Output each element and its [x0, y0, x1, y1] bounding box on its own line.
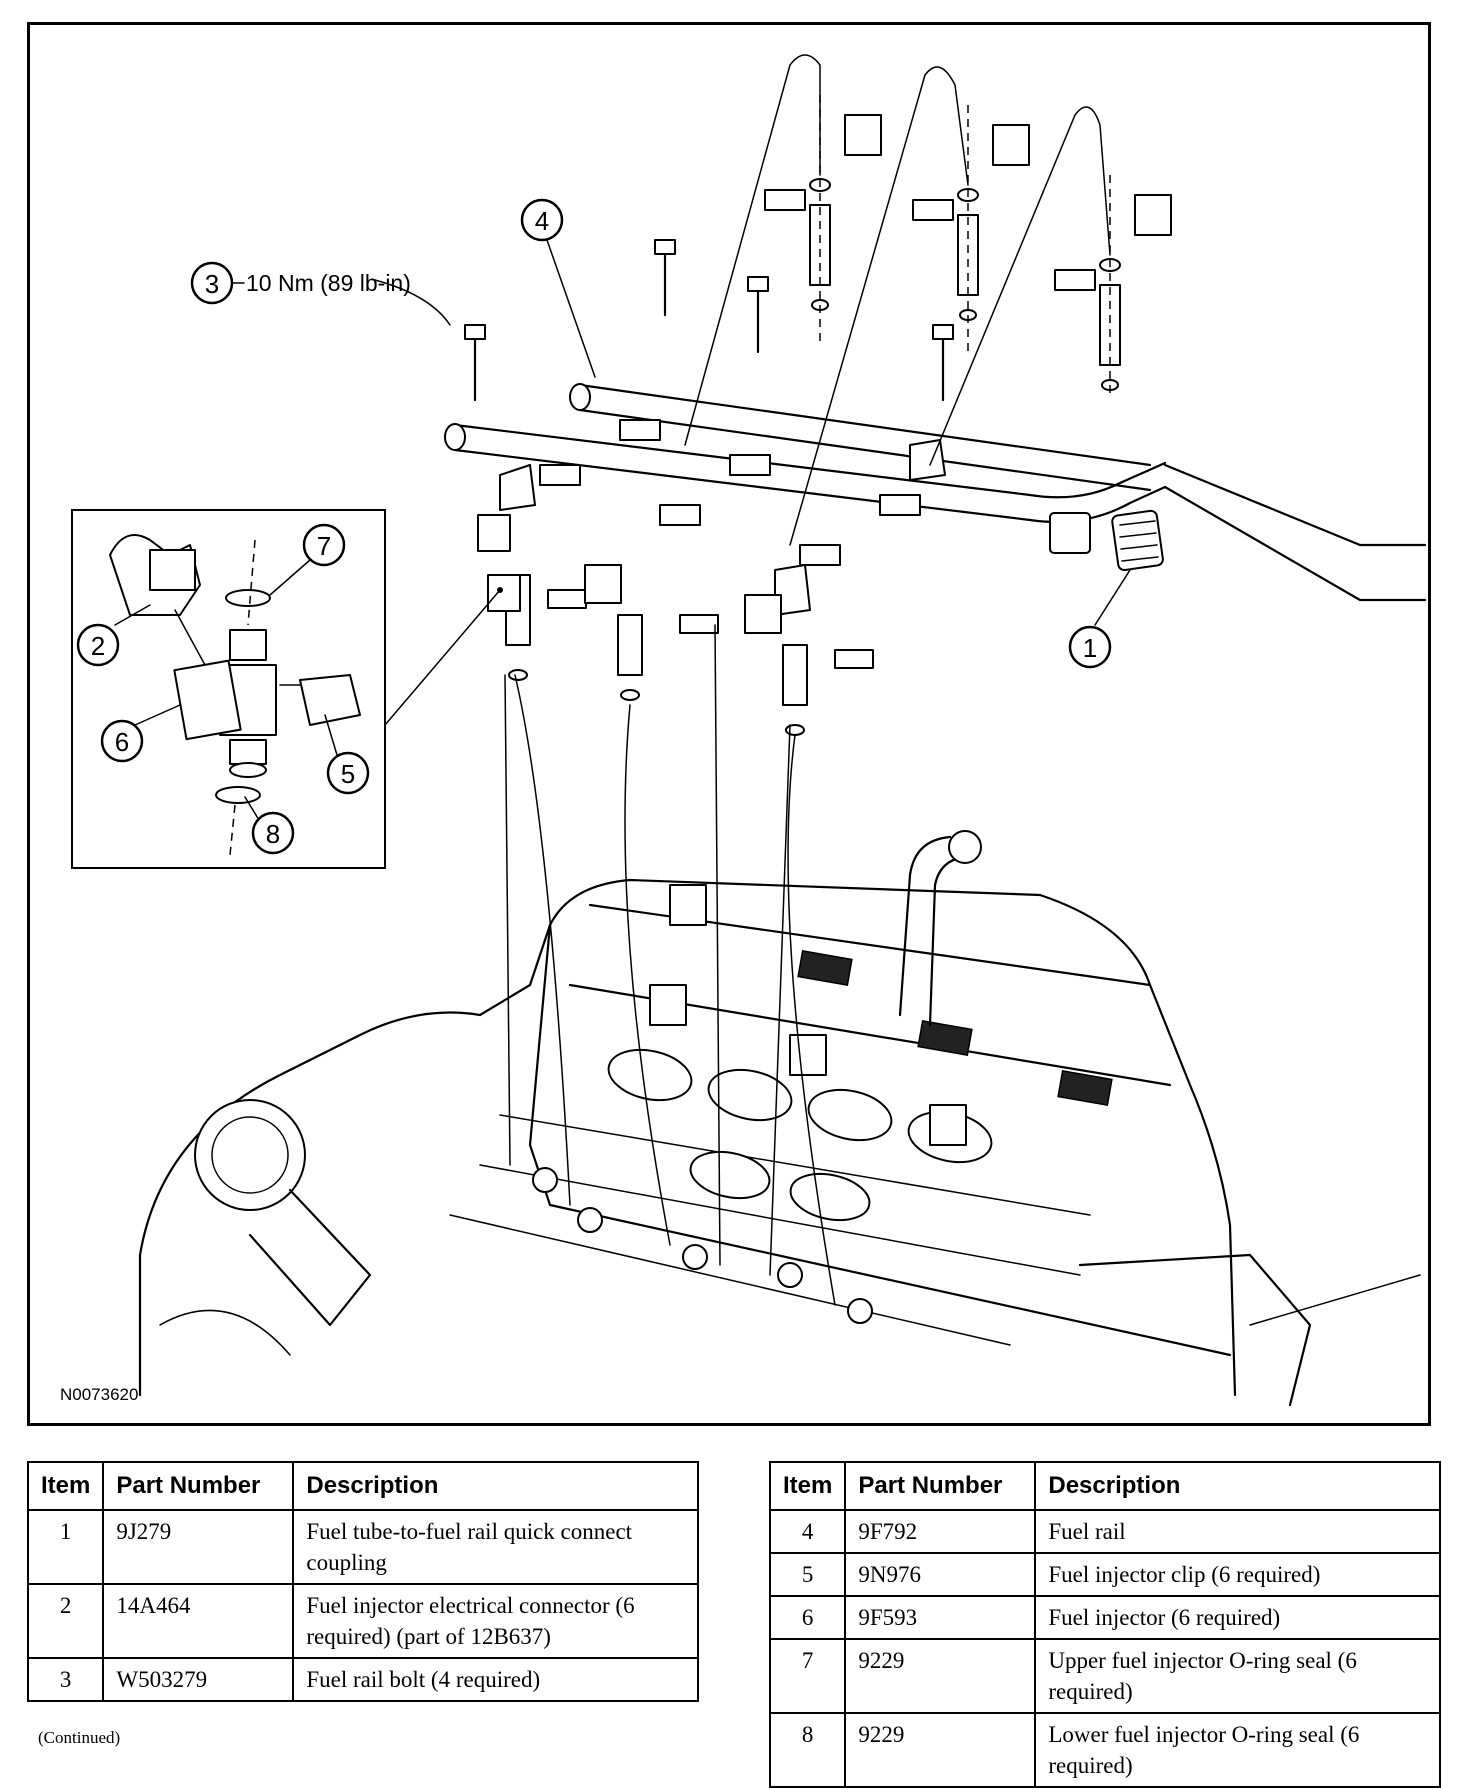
- row-part-number: 9229: [844, 1712, 1037, 1788]
- svg-text:4: 4: [535, 206, 549, 236]
- row-description: Upper fuel injector O-ring seal (6 requi…: [1034, 1638, 1441, 1714]
- table-row: 6 9F593 Fuel injector (6 required): [768, 1595, 1441, 1640]
- row-description: Fuel injector clip (6 required): [1034, 1552, 1441, 1597]
- header-part-number: Part Number: [844, 1461, 1037, 1511]
- table-header-row: Item Part Number Description: [26, 1461, 699, 1511]
- table-row: 4 9F792 Fuel rail: [768, 1509, 1441, 1554]
- svg-text:3: 3: [205, 269, 219, 299]
- row-description: Fuel tube-to-fuel rail quick connect cou…: [292, 1509, 699, 1585]
- row-part-number: 9229: [844, 1638, 1037, 1714]
- row-description: Fuel injector electrical connector (6 re…: [292, 1583, 699, 1659]
- svg-text:8: 8: [266, 819, 280, 849]
- engine-intake-manifold: [138, 830, 1421, 1407]
- exploded-view-figure: 1 2 3 4 5 6 7 8 10 Nm (89 lb-in) N007362…: [27, 22, 1431, 1426]
- injector-detail-inset: [71, 509, 386, 869]
- table-header-row: Item Part Number Description: [768, 1461, 1441, 1511]
- parts-table-right: Item Part Number Description 4 9F792 Fue…: [768, 1461, 1441, 1788]
- exploded-view-drawing: 1 2 3 4 5 6 7 8 10 Nm (89 lb-in) N007362…: [60, 54, 1427, 1407]
- table-row: 7 9229 Upper fuel injector O-ring seal (…: [768, 1638, 1441, 1714]
- fuel-rail-bolts: [464, 239, 954, 402]
- svg-text:1: 1: [1083, 633, 1097, 663]
- parts-table-left: Item Part Number Description 1 9J279 Fue…: [26, 1461, 699, 1702]
- table-row: 3 W503279 Fuel rail bolt (4 required): [26, 1657, 699, 1702]
- table-row: 5 9N976 Fuel injector clip (6 required): [768, 1552, 1441, 1597]
- lower-injector-assemblies: [477, 514, 874, 1306]
- upper-injector-assemblies: [684, 54, 1172, 546]
- row-description: Fuel rail: [1034, 1509, 1441, 1554]
- row-item: 4: [768, 1509, 847, 1554]
- svg-text:7: 7: [317, 531, 331, 561]
- row-part-number: 14A464: [102, 1583, 295, 1659]
- callout-4: 4: [520, 198, 564, 242]
- row-part-number: 9J279: [102, 1509, 295, 1585]
- callout-6: 6: [100, 719, 144, 763]
- figure-id: N0073620: [60, 1385, 138, 1404]
- row-item: 3: [26, 1657, 105, 1702]
- callout-2: 2: [76, 623, 120, 667]
- row-description: Lower fuel injector O-ring seal (6 requi…: [1034, 1712, 1441, 1788]
- header-item: Item: [26, 1461, 105, 1511]
- row-part-number: 9N976: [844, 1552, 1037, 1597]
- header-description: Description: [292, 1461, 699, 1511]
- row-item: 8: [768, 1712, 847, 1788]
- callout-1: 1: [1068, 625, 1112, 669]
- row-item: 7: [768, 1638, 847, 1714]
- header-description: Description: [1034, 1461, 1441, 1511]
- quick-connect-coupling: [1049, 509, 1164, 572]
- row-item: 6: [768, 1595, 847, 1640]
- table-row: 1 9J279 Fuel tube-to-fuel rail quick con…: [26, 1509, 699, 1585]
- inset-leader-line: [384, 589, 501, 726]
- header-part-number: Part Number: [102, 1461, 295, 1511]
- row-item: 5: [768, 1552, 847, 1597]
- callout-7: 7: [302, 523, 346, 567]
- row-part-number: W503279: [102, 1657, 295, 1702]
- callout-5: 5: [326, 751, 370, 795]
- continued-note: (Continued): [38, 1728, 121, 1747]
- svg-text:6: 6: [115, 727, 129, 757]
- table-row: 2 14A464 Fuel injector electrical connec…: [26, 1583, 699, 1659]
- svg-text:2: 2: [91, 631, 105, 661]
- row-item: 1: [26, 1509, 105, 1585]
- callout-3: 3: [190, 261, 234, 305]
- inset-leader-dot: [497, 587, 503, 593]
- header-item: Item: [768, 1461, 847, 1511]
- callout-leaders: [114, 239, 1131, 826]
- fuel-rail: [444, 383, 1427, 616]
- row-item: 2: [26, 1583, 105, 1659]
- row-description: Fuel injector (6 required): [1034, 1595, 1441, 1640]
- table-row: 8 9229 Lower fuel injector O-ring seal (…: [768, 1712, 1441, 1788]
- svg-text:5: 5: [341, 759, 355, 789]
- callout-8: 8: [251, 811, 295, 855]
- row-part-number: 9F792: [844, 1509, 1037, 1554]
- torque-spec: 10 Nm (89 lb-in): [246, 270, 411, 296]
- row-description: Fuel rail bolt (4 required): [292, 1657, 699, 1702]
- row-part-number: 9F593: [844, 1595, 1037, 1640]
